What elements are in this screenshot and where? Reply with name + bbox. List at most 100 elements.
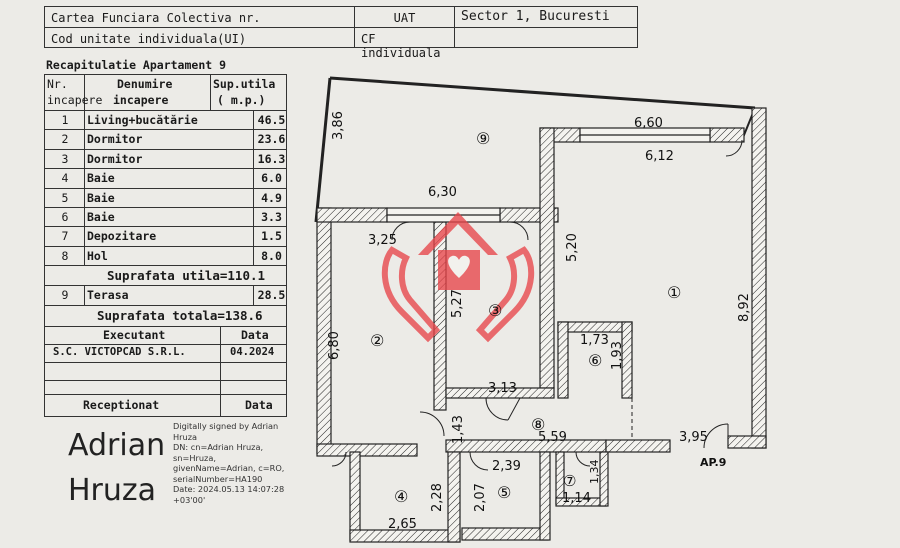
recap-header-row: Nr. incapere Denumire incapere Sup.utila… (45, 75, 286, 111)
room-5: ⑤ (497, 483, 511, 502)
recap-row-val: 4.9 (261, 190, 282, 205)
col-nr-line1: Nr. (47, 77, 68, 91)
cartea-funciara-label: Cartea Funciara Colectiva nr. (51, 11, 261, 25)
dim-892: 8,92 (737, 293, 752, 322)
dim-660: 6,60 (634, 116, 663, 131)
dim-527: 5,27 (450, 289, 465, 318)
data-label: Data (241, 328, 269, 343)
uat-value: Sector 1, Bucuresti (461, 9, 610, 24)
dimensions: 3,86 6,60 6,12 6,30 3,25 5,20 8,92 6,80 … (327, 111, 752, 532)
suprafata-totala-row: Suprafata totala=138.6 (45, 306, 286, 328)
dim-680: 6,80 (327, 331, 342, 360)
recap-row: 8 Hol 8.0 (45, 246, 286, 267)
room-numbers: ① ② ③ ④ ⑤ ⑥ ⑦ ⑧ ⑨ (370, 129, 681, 506)
signature-line: sn=Hruza, (173, 452, 216, 463)
recap-row-nr: 3 (61, 151, 69, 166)
dim-386: 3,86 (331, 111, 346, 140)
dim-239: 2,39 (492, 459, 521, 474)
room-2: ② (370, 331, 384, 350)
recap-row-nr: 8 (61, 248, 69, 263)
signature-line: DN: cn=Adrian Hruza, (173, 442, 264, 452)
recap-row-val: 1.5 (261, 229, 282, 244)
dim-520: 5,20 (565, 233, 580, 262)
recap-table: Nr. incapere Denumire incapere Sup.utila… (44, 74, 287, 418)
header-table: Cartea Funciara Colectiva nr. UAT Sector… (44, 6, 638, 60)
cod-unitate-cell: Cod unitate individuala(UI) (45, 28, 355, 47)
recap-row-name: Hol (87, 248, 108, 263)
suprafata-utila-row: Suprafata utila=110.1 (45, 266, 286, 287)
windows (386, 127, 711, 223)
recap-row: 6 Baie 3.3 (45, 207, 286, 228)
col-sup-line1: Sup.utila (213, 77, 276, 91)
signature-line: Digitally signed by Adrian (173, 421, 279, 431)
recap-row-name: Depozitare (87, 229, 157, 244)
room-7: ⑦ (563, 472, 576, 490)
signature-line: +03'00' (173, 494, 206, 505)
terasa-row: 9 Terasa 28.5 (45, 286, 286, 307)
col-nr-line2: incapere (47, 93, 103, 107)
recap-row-val: 6.0 (261, 171, 282, 186)
dim-265: 2,65 (388, 517, 417, 532)
executant-label: Executant (103, 328, 166, 343)
dim-630: 6,30 (428, 185, 457, 200)
recap-title: Recapitulatie Apartament 9 (46, 58, 227, 72)
signature-line: Date: 2024.05.13 14:07:28 (173, 484, 285, 494)
dim-325: 3,25 (368, 233, 397, 248)
suprafata-totala: Suprafata totala=138.6 (97, 308, 263, 324)
recap-row-nr: 1 (61, 113, 69, 127)
recap-row-val: 16.3 (257, 151, 286, 166)
executant-date: 04.2024 (230, 346, 275, 359)
recap-row-name: Living+bucătărie (87, 113, 198, 127)
recap-row-nr: 6 (61, 209, 69, 224)
watermark-logo (381, 212, 535, 343)
uat-label-cell: UAT (355, 7, 455, 28)
cf-individuala-cell: CF individuala (355, 28, 455, 60)
signature-last-name: Hruza (68, 473, 157, 508)
cf-individuala-label: CF individuala (361, 32, 441, 60)
receptionat-label: Receptionat (83, 398, 160, 413)
terasa-val: 28.5 (257, 288, 286, 303)
door-swings (331, 139, 743, 471)
cartea-funciara-cell: Cartea Funciara Colectiva nr. (45, 7, 355, 28)
signature-line: serialNumber=HA190 (173, 473, 263, 484)
uat-label: UAT (393, 11, 416, 25)
cod-unitate-label: Cod unitate individuala(UI) (51, 32, 247, 46)
dim-173: 1,73 (580, 333, 609, 348)
dim-612: 6,12 (645, 149, 674, 164)
recap-row-val: 8.0 (261, 248, 282, 263)
recap-row-val: 3.3 (261, 209, 282, 224)
dim-134: 1,34 (588, 460, 601, 485)
executant-header-row: Executant Data (45, 327, 286, 346)
dim-395: 3,95 (679, 430, 708, 445)
blank-row-1 (45, 363, 286, 382)
recap-row-val: 23.6 (257, 132, 286, 147)
room-4: ④ (394, 487, 408, 506)
dim-114: 1,14 (562, 491, 591, 506)
dim-313: 3,13 (488, 381, 517, 396)
terrace-outline (314, 76, 756, 223)
dim-559: 5,59 (538, 430, 567, 445)
recap-row-nr: 4 (61, 171, 69, 186)
suprafata-utila: Suprafata utila=110.1 (107, 268, 266, 284)
receptionat-data: Data (245, 398, 273, 413)
recap-row-nr: 2 (61, 132, 69, 147)
terasa-nr: 9 (61, 288, 69, 303)
executant-row: S.C. VICTOPCAD S.R.L. 04.2024 (45, 345, 286, 364)
recap-row-name: Baie (87, 209, 115, 224)
col-name-line1: Denumire (117, 77, 173, 91)
walls (316, 107, 767, 543)
recap-row-name: Dormitor (87, 132, 143, 147)
uat-value-cell: Sector 1, Bucuresti (455, 7, 637, 28)
recap-row: 1 Living+bucătărie 46.5 (45, 111, 286, 131)
room-1: ① (667, 283, 681, 302)
signature-first-name: Adrian (68, 428, 166, 463)
receptionat-row: Receptionat Data (45, 395, 286, 417)
room-3: ③ (488, 301, 502, 320)
recap-row-val: 46.5 (257, 113, 286, 127)
apartment-label: AP.9 (700, 456, 726, 469)
